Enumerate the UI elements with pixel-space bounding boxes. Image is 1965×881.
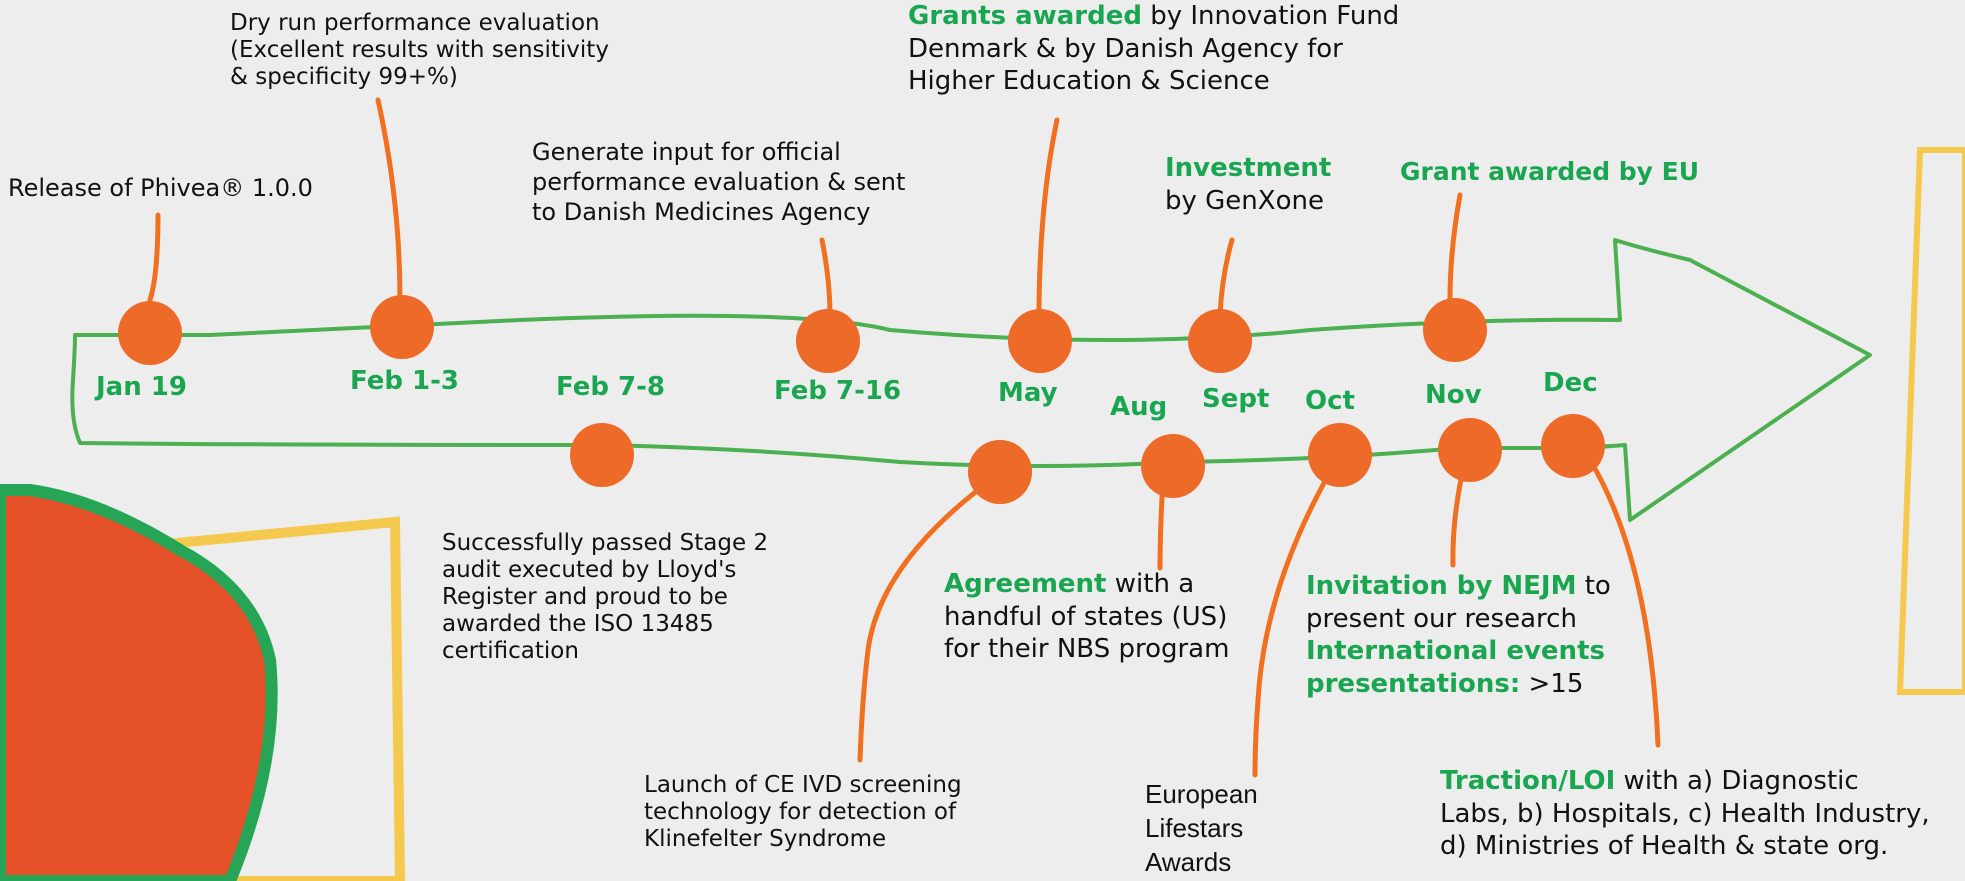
investment-line2: by GenXone [1165, 185, 1324, 216]
month-label-aug: Aug [1110, 392, 1168, 422]
official-eval-line2: performance evaluation & sent [532, 168, 906, 196]
event-dot-dec [1541, 414, 1605, 478]
traction-rest: with a) Diagnostic [1615, 766, 1859, 796]
audit-line1: Successfully passed Stage 2 [442, 530, 769, 556]
month-label-sept: Sept [1202, 384, 1270, 414]
nejm-highlight3: presentations: [1306, 668, 1521, 699]
connector-traction [1587, 457, 1661, 748]
event-dot-may [1008, 309, 1072, 373]
agreement-highlight: Agreement [944, 569, 1107, 599]
agreement-line3: for their NBS program [944, 634, 1230, 664]
connector-official-eval [819, 237, 833, 318]
lifestars-line1: European [1145, 779, 1258, 809]
event-lifestars-text: European Lifestars Awards [1145, 778, 1258, 879]
agreement-line2: handful of states (US) [944, 601, 1228, 632]
dry-run-line2: (Excellent results with sensitivity [230, 36, 609, 63]
lifestars-line2: Lifestars [1145, 812, 1244, 843]
dry-run-line1: Dry run performance evaluation [230, 10, 600, 36]
month-label-feb7-16: Feb 7-16 [774, 376, 902, 406]
event-launch-text: Launch of CE IVD screening technology fo… [644, 772, 962, 853]
audit-line4: awarded the ISO 13485 [442, 610, 714, 637]
audit-line3: Register and proud to be [442, 583, 728, 610]
traction-line2: Labs, b) Hospitals, c) Health Industry, [1440, 798, 1930, 829]
month-label-jan19: Jan 19 [96, 372, 187, 402]
event-dot-sept [1188, 309, 1252, 373]
audit-line2: audit executed by Lloyd's [442, 556, 737, 583]
nejm-highlight2: International events [1306, 636, 1605, 666]
official-eval-line3: to Danish Medicines Agency [532, 198, 871, 226]
event-official-eval-text: Generate input for official performance … [532, 137, 905, 227]
event-dot-oct [1308, 423, 1372, 487]
connector-investment [1217, 237, 1235, 318]
event-agreement-text: Agreement with a handful of states (US) … [944, 568, 1229, 666]
launch-line1: Launch of CE IVD screening [644, 772, 962, 798]
event-dot-aug [1141, 434, 1205, 498]
connector-launch [857, 472, 1001, 763]
nejm-line2: present our research [1306, 603, 1577, 634]
month-label-feb1-3: Feb 1-3 [350, 366, 459, 396]
event-investment-text: Investment by GenXone [1165, 152, 1331, 217]
event-traction-text: Traction/LOI with a) Diagnostic Labs, b)… [1440, 765, 1930, 863]
traction-line3: d) Ministries of Health & state org. [1440, 831, 1889, 861]
dry-run-line3: & specificity 99+%) [230, 63, 458, 90]
month-label-oct: Oct [1305, 386, 1355, 416]
event-dot-jan19 [118, 301, 182, 365]
event-dot-feb1-3 [370, 295, 434, 359]
agreement-rest: with a [1106, 569, 1195, 599]
investment-highlight: Investment [1165, 153, 1332, 183]
connector-lifestars [1252, 452, 1343, 778]
event-dot-aug-lower [968, 440, 1032, 504]
event-grants-text: Grants awarded by Innovation Fund Denmar… [908, 0, 1399, 98]
connector-dry-run [375, 97, 403, 303]
connector-grants [1036, 117, 1060, 311]
event-dot-nov-upper [1423, 298, 1487, 362]
bottom-left-frame-decoration [0, 516, 406, 881]
connector-eu-grant [1447, 192, 1463, 303]
grants-line3: Higher Education & Science [908, 66, 1270, 96]
event-audit-text: Successfully passed Stage 2 audit execut… [442, 530, 768, 665]
nejm-highlight: Invitation by NEJM [1306, 571, 1577, 601]
month-label-dec: Dec [1543, 368, 1598, 398]
lifestars-line3: Awards [1145, 846, 1232, 877]
event-release-text: Release of Phivea® 1.0.0 [8, 174, 313, 202]
audit-line5: certification [442, 637, 579, 664]
event-nejm-text: Invitation by NEJM to present our resear… [1306, 570, 1611, 700]
event-dot-feb7-16 [796, 309, 860, 373]
connector-release [147, 212, 161, 303]
event-dry-run-text: Dry run performance evaluation (Excellen… [230, 10, 609, 91]
right-frame-decoration [1896, 147, 1965, 695]
nejm-rest: to [1576, 571, 1611, 601]
month-label-nov: Nov [1425, 380, 1482, 410]
official-eval-line1: Generate input for official [532, 138, 841, 166]
grants-highlight: Grants awarded [908, 1, 1142, 31]
connector-nejm [1450, 467, 1466, 568]
nejm-count: >15 [1520, 668, 1584, 699]
eu-grant-highlight: Grant awarded by EU [1400, 157, 1700, 186]
traction-highlight: Traction/LOI [1440, 766, 1616, 796]
grants-line2: Denmark & by Danish Agency for [908, 33, 1343, 64]
event-dot-feb7-8 [570, 423, 634, 487]
event-eu-grant-text: Grant awarded by EU [1400, 156, 1699, 187]
month-label-feb7-8: Feb 7-8 [556, 372, 665, 402]
grants-rest: by Innovation Fund [1141, 1, 1400, 31]
launch-line2: technology for detection of [644, 798, 957, 825]
month-label-may: May [998, 378, 1058, 408]
red-blob-decoration [0, 484, 278, 881]
event-dot-nov [1438, 418, 1502, 482]
launch-line3: Klinefelter Syndrome [644, 825, 887, 852]
